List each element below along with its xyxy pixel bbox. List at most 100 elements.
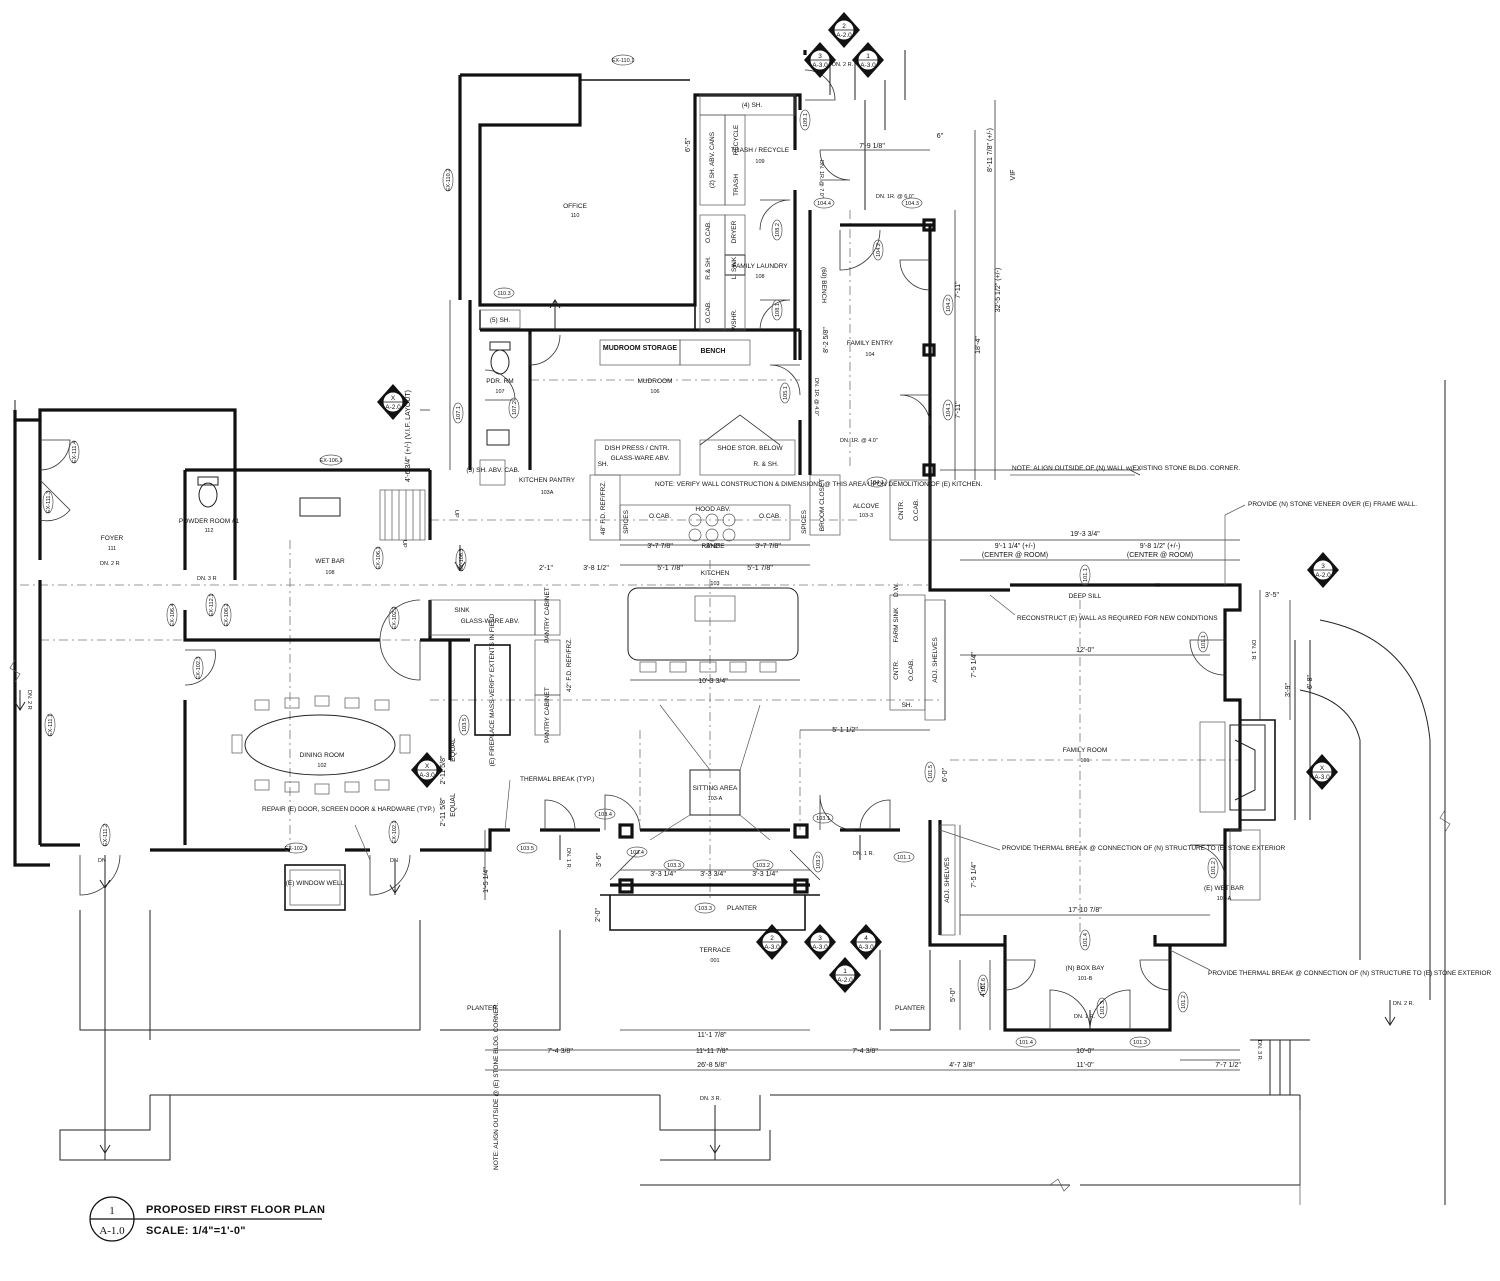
svg-text:EQUAL: EQUAL — [450, 738, 457, 762]
fixtures — [197, 94, 1266, 936]
tag-1072: 107.2 — [508, 397, 520, 419]
svg-text:101.2: 101.2 — [1211, 861, 1217, 875]
tag-1018: 101.4 — [1015, 1036, 1037, 1048]
svg-text:(E) FIREPLACE MASS-VERIFY EXTE: (E) FIREPLACE MASS-VERIFY EXTENTS IN FIE… — [489, 613, 496, 766]
tag-1036: 103.5 — [458, 714, 470, 736]
svg-text:7'-4 3/8": 7'-4 3/8" — [852, 1048, 878, 1055]
section-marker-top: 2 A-2.0 — [828, 12, 860, 48]
room-dining: DINING ROOM — [300, 752, 345, 759]
svg-text:GLASS-WARE ABV.: GLASS-WARE ABV. — [611, 455, 670, 462]
svg-text:(5) SH.: (5) SH. — [490, 317, 511, 324]
section-marker-bottom-4: 1 A-2.0 — [829, 957, 861, 993]
svg-text:PANTRY CABINET: PANTRY CABINET — [544, 587, 551, 643]
svg-text:EX-106.2: EX-106.2 — [224, 604, 230, 627]
svg-text:11'-1 7/8": 11'-1 7/8" — [698, 1032, 728, 1039]
svg-text:104: 104 — [865, 352, 874, 358]
svg-text:(2) SH. ABV. CANS: (2) SH. ABV. CANS — [709, 131, 716, 188]
svg-text:2: 2 — [842, 23, 846, 30]
svg-text:SINK: SINK — [454, 607, 470, 614]
tag-1102: EX-110.2 — [442, 168, 454, 192]
drawing-title: PROPOSED FIRST FLOOR PLAN — [146, 1204, 325, 1216]
svg-text:DN. 3 R.: DN. 3 R. — [1256, 1040, 1262, 1062]
svg-text:A-3.0: A-3.0 — [812, 944, 828, 951]
svg-text:PROVIDE THERMAL BREAK @ CONNEC: PROVIDE THERMAL BREAK @ CONNECTION OF (N… — [1208, 970, 1492, 977]
tag-1015: 101.5 — [924, 761, 936, 783]
svg-text:EX-111.1: EX-111.1 — [48, 714, 54, 736]
svg-text:110: 110 — [571, 213, 580, 219]
svg-text:101.1: 101.1 — [1201, 635, 1207, 649]
tag-1042: 104.2 — [942, 294, 954, 316]
svg-text:EX-102.3: EX-102.3 — [196, 657, 202, 680]
tag-1043: 104.3 — [901, 197, 923, 209]
svg-text:DN. 1R. @ 6.0": DN. 1R. @ 6.0" — [876, 194, 914, 200]
centerlines — [20, 210, 1240, 940]
svg-text:DN. 1 R.: DN. 1 R. — [565, 848, 571, 870]
svg-text:4'-6": 4'-6" — [980, 983, 987, 997]
room-labels: OFFICE 110 TRASH / RECYCLE 109 FAMILY LA… — [101, 147, 1244, 982]
svg-text:104.2: 104.2 — [876, 243, 882, 257]
svg-text:104.1: 104.1 — [946, 403, 952, 417]
svg-text:R. & SH.: R. & SH. — [753, 461, 778, 468]
svg-text:2'-0": 2'-0" — [595, 908, 602, 922]
svg-text:5'-1 1/2": 5'-1 1/2" — [832, 727, 858, 734]
svg-text:(E) WINDOW WELL: (E) WINDOW WELL — [286, 880, 345, 887]
svg-text:101.3: 101.3 — [1133, 1040, 1147, 1046]
svg-text:EX-112.1: EX-112.1 — [209, 594, 215, 617]
svg-text:X: X — [425, 763, 430, 770]
svg-text:104.1: 104.1 — [870, 480, 884, 486]
svg-text:POWDER ROOM #1: POWDER ROOM #1 — [179, 518, 240, 525]
tag-1044: 104.4 — [813, 197, 835, 209]
tag-1038: 103.3 — [663, 859, 685, 871]
tag-1010: 101.1 — [893, 851, 915, 863]
svg-text:104.3: 104.3 — [905, 201, 919, 207]
svg-text:(CENTER @ ROOM): (CENTER @ ROOM) — [1127, 552, 1193, 559]
svg-text:3'-7 7/8": 3'-7 7/8" — [647, 543, 673, 550]
svg-text:DN. 1 R.: DN. 1 R. — [1074, 1014, 1096, 1020]
svg-text:26'-8 5/8": 26'-8 5/8" — [697, 1062, 727, 1069]
section-markers: 2 A-2.0 3 A-3.0 1 A-3.0 X A-2.0 — [377, 12, 1339, 993]
tag-1065: EX-106.1 — [372, 547, 384, 569]
room-mudroom: MUDROOM — [637, 378, 672, 385]
tag-1071: 107.1 — [452, 402, 464, 424]
leader-lines — [354, 474, 1246, 971]
svg-text:10'-3 3/4": 10'-3 3/4" — [698, 678, 728, 685]
svg-text:1: 1 — [866, 53, 870, 60]
svg-text:DN. 2 R: DN. 2 R — [100, 561, 120, 567]
svg-text:1: 1 — [843, 968, 847, 975]
svg-text:ALCOVE: ALCOVE — [853, 503, 880, 510]
svg-text:109: 109 — [755, 159, 764, 165]
svg-text:(3) SH. ABV. CAB.: (3) SH. ABV. CAB. — [466, 467, 519, 474]
section-marker-top-left: 3 A-3.0 — [804, 42, 836, 78]
svg-text:111: 111 — [108, 546, 116, 552]
svg-text:103.1: 103.1 — [816, 816, 830, 822]
svg-text:101.5: 101.5 — [928, 765, 934, 779]
svg-text:101.4: 101.4 — [1019, 1040, 1033, 1046]
svg-text:DEEP SILL: DEEP SILL — [1069, 593, 1102, 600]
svg-text:EQUAL: EQUAL — [450, 793, 457, 817]
svg-text:7'-11": 7'-11" — [955, 401, 962, 419]
svg-text:O.CAB.: O.CAB. — [759, 513, 781, 520]
tag-1014: 101.4 — [1079, 929, 1091, 951]
svg-text:101.1: 101.1 — [897, 855, 911, 861]
dimension-text: 7'-9 1/8" 6'-5" 7'-11" 7'-11" 18'-4" 32'… — [405, 128, 1314, 1069]
svg-text:101.2: 101.2 — [1181, 995, 1187, 1009]
svg-text:O.CAB.: O.CAB. — [913, 499, 920, 521]
tag-1032: 103.2 — [812, 851, 824, 873]
svg-text:SHOE STOR. BELOW: SHOE STOR. BELOW — [717, 445, 783, 452]
svg-text:42" F.D. REF/FRZ.: 42" F.D. REF/FRZ. — [566, 638, 573, 692]
svg-text:VIF: VIF — [1010, 170, 1017, 181]
svg-text:A-3.0: A-3.0 — [764, 944, 780, 951]
svg-text:DN. 3 R.: DN. 3 R. — [700, 1096, 722, 1102]
section-marker-top-right: 1 A-3.0 — [852, 42, 884, 78]
svg-text:18'-4": 18'-4" — [975, 336, 982, 354]
section-marker-left: X A-2.0 — [377, 384, 409, 420]
svg-text:101-A: 101-A — [1217, 896, 1232, 902]
svg-text:D.W.: D.W. — [893, 583, 900, 597]
tag-1063: EX-106.3 — [455, 549, 467, 571]
svg-text:101.4: 101.4 — [1083, 933, 1089, 947]
tag-1011: 101.1 — [1197, 631, 1209, 653]
svg-text:EX-102.1: EX-102.1 — [392, 821, 398, 844]
tag-1101: EX-110.1 — [611, 54, 635, 66]
svg-text:3'-0": 3'-0" — [706, 543, 720, 550]
svg-text:103.3: 103.3 — [698, 906, 712, 912]
